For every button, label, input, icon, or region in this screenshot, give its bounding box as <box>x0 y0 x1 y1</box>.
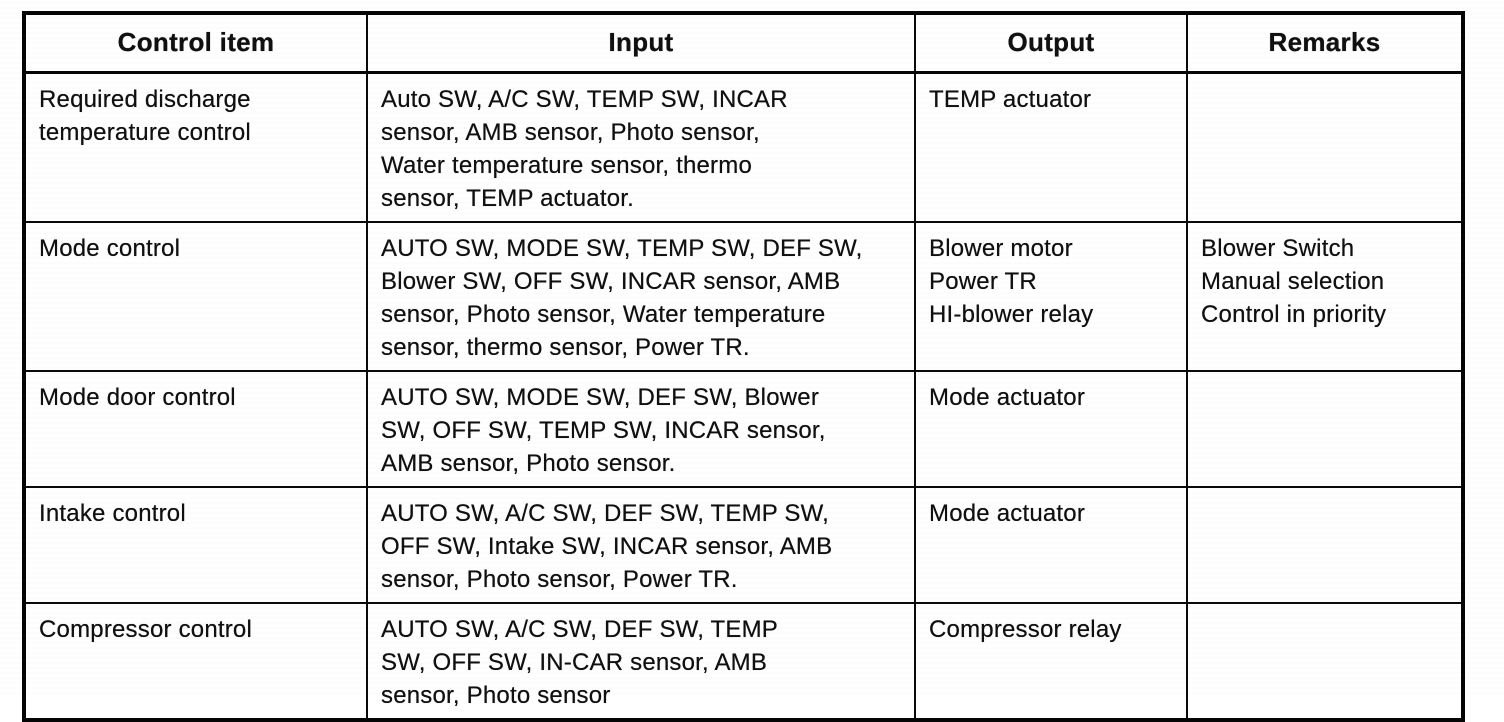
table-row: Mode door control AUTO SW, MODE SW, DEF S… <box>23 370 1464 488</box>
text-line: Mode actuator <box>929 500 1086 527</box>
text-line: TEMP actuator <box>929 86 1092 113</box>
table-header: Control item Input Output Remarks <box>23 12 1464 74</box>
cell-output: TEMP actuator <box>914 71 1188 223</box>
text-line: sensor, Photo sensor, Water temperature <box>381 301 826 328</box>
text-line: SW, OFF SW, IN-CAR sensor, AMB <box>381 649 768 676</box>
text-line: AUTO SW, A/C SW, DEF SW, TEMP SW, <box>381 500 830 527</box>
text-line: Auto SW, A/C SW, TEMP SW, INCAR <box>381 86 788 113</box>
cell-input: AUTO SW, A/C SW, DEF SW, TEMP SW, OFF SW,… <box>366 602 916 721</box>
cell-input: AUTO SW, A/C SW, DEF SW, TEMP SW, OFF SW,… <box>366 486 916 604</box>
cell-control-item: Intake control <box>23 486 368 604</box>
column-header-remarks: Remarks <box>1186 12 1464 74</box>
header-row: Control item Input Output Remarks <box>23 12 1464 74</box>
table-row: Intake control AUTO SW, A/C SW, DEF SW, T… <box>23 486 1464 604</box>
control-io-table: Control item Input Output Remarks Requir… <box>22 11 1465 722</box>
cell-control-item: Required discharge temperature control <box>23 71 368 223</box>
text-line: Compressor relay <box>929 616 1122 643</box>
text-line: Compressor control <box>39 616 253 643</box>
text-line: sensor, TEMP actuator. <box>381 185 634 212</box>
text-line: sensor, Photo sensor, Power TR. <box>381 566 738 593</box>
text-line: Manual selection <box>1201 268 1385 295</box>
cell-remarks <box>1186 486 1464 604</box>
cell-remarks <box>1186 602 1464 721</box>
text-line: AUTO SW, MODE SW, DEF SW, Blower <box>381 384 820 411</box>
text-line: sensor, AMB sensor, Photo sensor, <box>381 119 760 146</box>
text-line: HI-blower relay <box>929 301 1094 328</box>
text-line: Blower Switch <box>1201 235 1355 262</box>
cell-remarks <box>1186 71 1464 223</box>
text-line: temperature control <box>39 119 251 146</box>
column-header-output: Output <box>914 12 1188 74</box>
text-line: sensor, Photo sensor <box>381 682 611 709</box>
cell-control-item: Compressor control <box>23 602 368 721</box>
text-line: Intake control <box>39 500 186 527</box>
cell-output: Compressor relay <box>914 602 1188 721</box>
text-line: SW, OFF SW, TEMP SW, INCAR sensor, <box>381 417 826 444</box>
text-line: AMB sensor, Photo sensor. <box>381 450 676 477</box>
cell-input: AUTO SW, MODE SW, TEMP SW, DEF SW, Blower… <box>366 221 916 372</box>
table-row: Required discharge temperature control Aut… <box>23 71 1464 223</box>
table-row: Compressor control AUTO SW, A/C SW, DEF S… <box>23 602 1464 721</box>
cell-control-item: Mode door control <box>23 370 368 488</box>
text-line: AUTO SW, MODE SW, TEMP SW, DEF SW, <box>381 235 863 262</box>
table-row: Mode control AUTO SW, MODE SW, TEMP SW, D… <box>23 221 1464 372</box>
text-line: AUTO SW, A/C SW, DEF SW, TEMP <box>381 616 778 643</box>
text-line: Blower SW, OFF SW, INCAR sensor, AMB <box>381 268 841 295</box>
text-line: Mode door control <box>39 384 236 411</box>
cell-output: Mode actuator <box>914 486 1188 604</box>
text-line: Mode actuator <box>929 384 1086 411</box>
cell-output: Mode actuator <box>914 370 1188 488</box>
cell-control-item: Mode control <box>23 221 368 372</box>
cell-remarks <box>1186 370 1464 488</box>
table-body: Required discharge temperature control Aut… <box>23 71 1464 721</box>
text-line: OFF SW, Intake SW, INCAR sensor, AMB <box>381 533 833 560</box>
text-line: Mode control <box>39 235 181 262</box>
text-line: sensor, thermo sensor, Power TR. <box>381 334 750 361</box>
text-line: Required discharge <box>39 86 251 113</box>
text-line: Power TR <box>929 268 1037 295</box>
column-header-input: Input <box>366 12 916 74</box>
text-line: Control in priority <box>1201 301 1387 328</box>
text-line: Blower motor <box>929 235 1073 262</box>
column-header-control-item: Control item <box>23 12 368 74</box>
cell-input: Auto SW, A/C SW, TEMP SW, INCAR sensor, A… <box>366 71 916 223</box>
text-line: Water temperature sensor, thermo <box>381 152 752 179</box>
